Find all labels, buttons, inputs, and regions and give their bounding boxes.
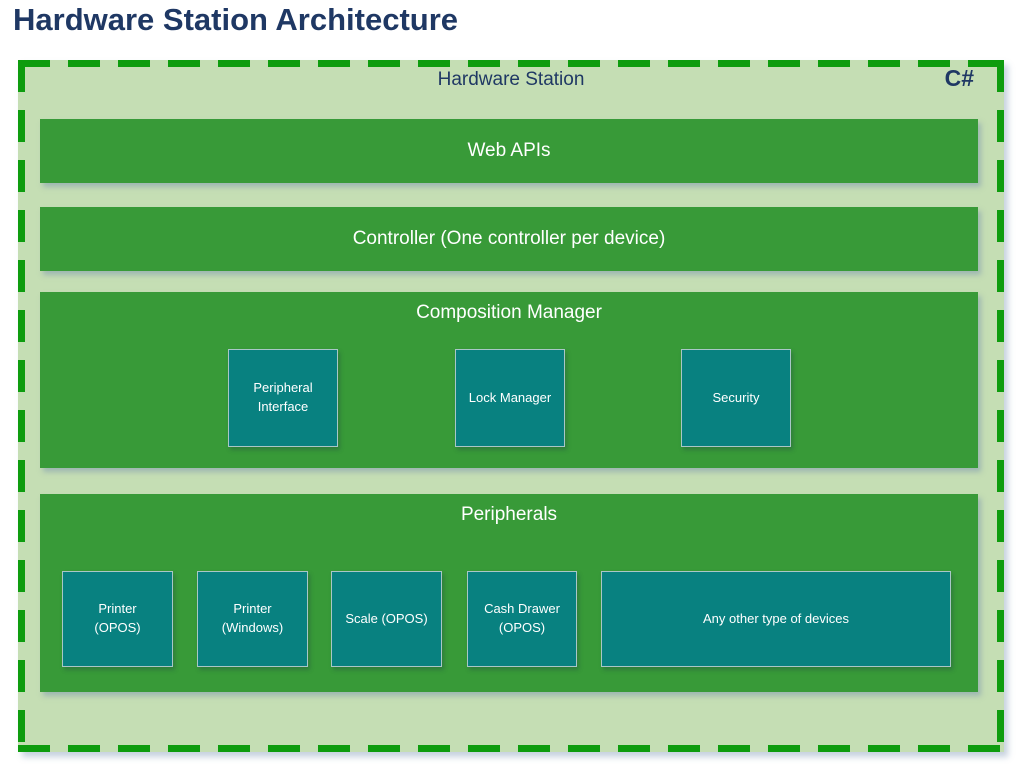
dashed-border-left	[18, 60, 25, 752]
device-label: Scale (OPOS)	[345, 610, 428, 626]
composition-manager-section: Composition Manager Peripheral Interface…	[40, 292, 978, 468]
language-badge: C#	[944, 65, 974, 91]
device-label: Printer (OPOS)	[94, 601, 141, 635]
device-box-scale-opos: Scale (OPOS)	[331, 571, 442, 667]
device-label: Cash Drawer (OPOS)	[484, 601, 560, 635]
peripherals-section: Peripherals Printer (OPOS) Printer (Wind…	[40, 494, 978, 692]
component-box-lock-manager: Lock Manager	[455, 349, 565, 447]
dashed-border-bottom	[18, 745, 1004, 752]
peripherals-title: Peripherals	[460, 504, 558, 525]
device-label: Any other type of devices	[703, 610, 849, 626]
component-box-security: Security	[681, 349, 791, 447]
web-apis-layer: Web APIs	[40, 119, 978, 183]
composition-manager-title: Composition Manager	[416, 302, 602, 323]
device-box-other-devices: Any other type of devices	[601, 571, 951, 667]
dashed-border-right	[997, 60, 1004, 752]
component-label: Lock Manager	[468, 389, 552, 405]
component-box-peripheral-interface: Peripheral Interface	[228, 349, 338, 447]
device-label: Printer (Windows)	[221, 601, 284, 635]
device-box-printer-windows: Printer (Windows)	[197, 571, 308, 667]
component-label: Peripheral Interface	[253, 380, 313, 414]
device-box-printer-opos: Printer (OPOS)	[62, 571, 173, 667]
component-label: Security	[712, 389, 760, 405]
controller-layer: Controller (One controller per device)	[40, 207, 978, 271]
hardware-station-container: Hardware Station C# Web APIs Controller …	[18, 60, 1004, 752]
page-title: Hardware Station Architecture	[13, 2, 459, 37]
hardware-station-label: Hardware Station	[437, 69, 585, 90]
device-box-cash-drawer-opos: Cash Drawer (OPOS)	[467, 571, 577, 667]
dashed-border-top	[18, 60, 1004, 67]
